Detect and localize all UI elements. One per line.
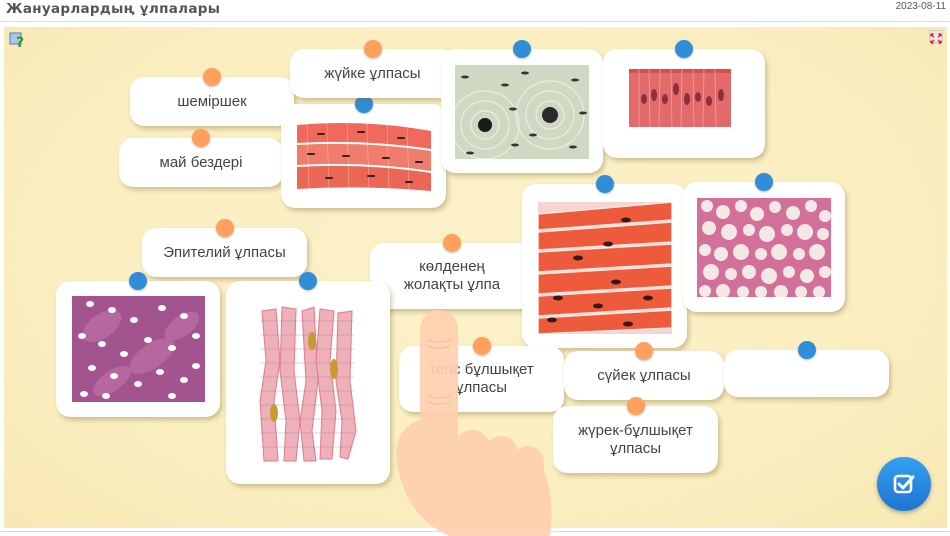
image-card-smooth-muscle[interactable] [281, 95, 446, 208]
label-text: май бездері [159, 153, 243, 171]
label-card-shemirshek[interactable]: шеміршек [130, 68, 294, 126]
fullscreen-icon[interactable] [929, 30, 943, 44]
label-text: жүрек-бұлшықет ұлпасы [578, 421, 693, 457]
image-card-epithelium[interactable] [603, 40, 765, 158]
header-bar: Жануарлардың ұлпалары 2023-08-11 [0, 0, 950, 22]
help-question-icon[interactable]: ? [9, 31, 27, 51]
label-card-mai-bezderi[interactable]: май бездері [119, 129, 283, 187]
connector-dot[interactable] [192, 129, 210, 147]
connector-dot[interactable] [797, 341, 816, 359]
image-card-cardiac-muscle[interactable] [226, 272, 390, 484]
smooth-muscle-image [297, 121, 431, 193]
connector-dot[interactable] [635, 342, 653, 360]
date-stamp: 2023-08-11 [895, 1, 946, 12]
label-text: жүйке ұлпасы [324, 64, 421, 82]
connector-dot[interactable] [299, 272, 317, 290]
page-title: Жануарлардың ұлпалары [6, 1, 221, 17]
connector-dot[interactable] [215, 219, 234, 237]
connector-dot[interactable] [443, 234, 461, 252]
check-square-icon [893, 474, 915, 494]
cartilage-image [72, 296, 205, 402]
connector-dot[interactable] [363, 40, 382, 58]
label-card-zhurek[interactable]: жүрек-бұлшықет ұлпасы [553, 397, 718, 473]
empty-drop-slot[interactable] [724, 341, 889, 397]
label-text: көлденең жолақты ұлпа [403, 258, 501, 293]
connector-dot[interactable] [203, 68, 221, 86]
connector-dot[interactable] [626, 397, 645, 415]
label-card-zhuike[interactable]: жүйке ұлпасы [290, 40, 455, 98]
image-card-bone[interactable] [441, 40, 603, 173]
connector-dot[interactable] [595, 175, 614, 193]
connector-dot[interactable] [129, 272, 147, 290]
connector-dot[interactable] [675, 40, 693, 58]
check-answers-button[interactable] [877, 457, 931, 511]
label-card-tegis[interactable]: тегіс бұлшықет ұлпасы [399, 337, 564, 412]
svg-text:?: ? [16, 35, 24, 49]
striated-muscle-image [538, 202, 672, 334]
image-card-striated-muscle[interactable] [522, 175, 687, 348]
label-text: шеміршек [177, 92, 247, 110]
label-card-suiek[interactable]: сүйек ұлпасы [564, 342, 724, 400]
label-text: тегіс бұлшықет ұлпасы [429, 361, 534, 396]
connector-dot[interactable] [354, 95, 373, 113]
connector-dot[interactable] [755, 173, 773, 191]
label-card-koldenen[interactable]: көлденең жолақты ұлпа [370, 234, 534, 309]
epithelial-image [629, 69, 731, 127]
adipose-image [697, 198, 831, 297]
image-card-adipose[interactable] [683, 173, 845, 312]
connector-dot[interactable] [472, 337, 491, 355]
label-text: Эпителий ұлпасы [163, 243, 286, 261]
bone-tissue-image [455, 65, 589, 159]
bottom-divider [0, 531, 950, 532]
cardiac-muscle-image [256, 301, 360, 463]
label-text: сүйек ұлпасы [597, 366, 691, 384]
image-card-cartilage[interactable] [56, 272, 220, 417]
label-card-epitelii[interactable]: Эпителий ұлпасы [142, 219, 307, 277]
connector-dot[interactable] [513, 40, 531, 58]
